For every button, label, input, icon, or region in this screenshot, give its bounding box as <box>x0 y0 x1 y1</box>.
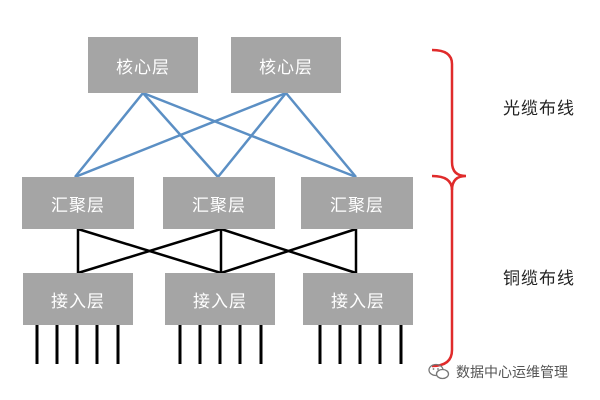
access-layer-box: 接入层 <box>165 273 275 325</box>
access-layer-box: 接入层 <box>23 273 133 325</box>
cabling-brackets <box>431 48 467 368</box>
fiber-link <box>285 92 357 178</box>
fiber-links <box>74 91 357 179</box>
core-layer-box: 核心层 <box>231 37 341 93</box>
copper-cabling-label: 铜缆布线 <box>503 269 575 289</box>
core-layer-box: 核心层 <box>88 37 198 93</box>
aggregation-layer-box: 汇聚层 <box>163 177 275 229</box>
watermark: 数据中心运维管理 <box>428 362 568 382</box>
access-layer-box: 接入层 <box>303 273 413 325</box>
copper-bracket <box>431 174 454 368</box>
fiber-cabling-label: 光缆布线 <box>503 99 575 119</box>
access-ports <box>35 325 403 364</box>
fiber-link <box>74 91 287 179</box>
fiber-link <box>74 92 144 178</box>
copper-links <box>76 227 358 275</box>
aggregation-layer-box: 汇聚层 <box>301 177 413 229</box>
fiber-link <box>142 91 357 179</box>
copper-link <box>220 227 357 275</box>
wechat-icon <box>428 363 450 380</box>
fiber-link <box>217 92 287 178</box>
copper-link <box>77 227 222 275</box>
fiber-bracket <box>431 48 467 191</box>
watermark-text: 数据中心运维管理 <box>456 365 568 381</box>
aggregation-layer-box: 汇聚层 <box>22 177 134 229</box>
